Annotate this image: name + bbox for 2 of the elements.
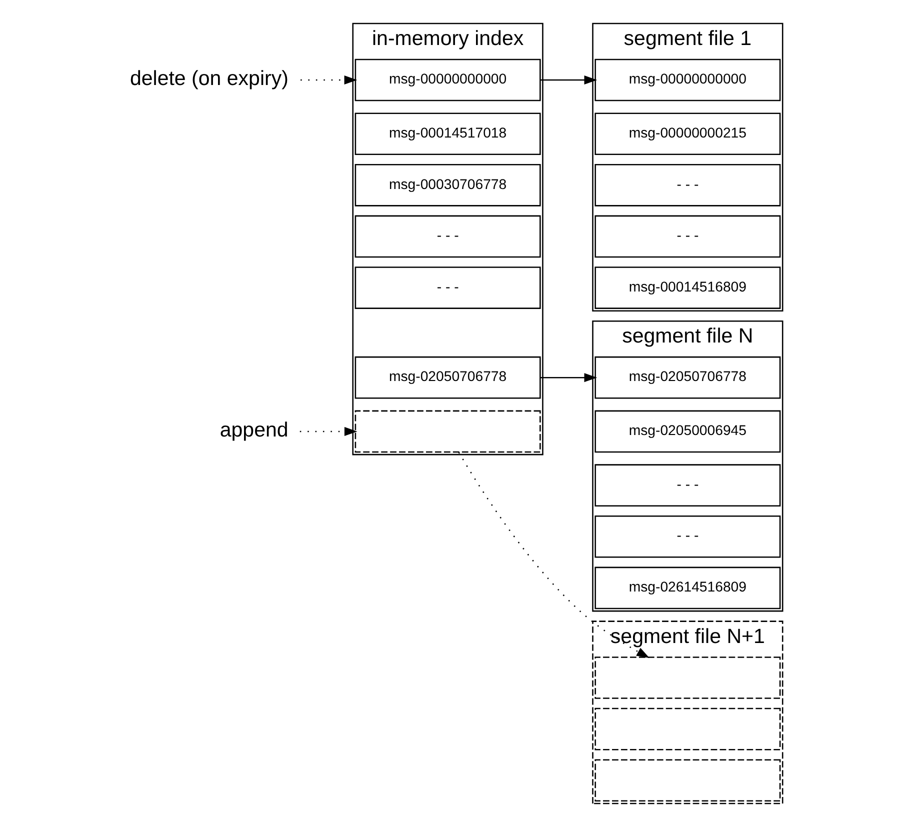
node-text: append bbox=[220, 418, 288, 442]
node-text: delete (on expiry) bbox=[130, 66, 288, 90]
